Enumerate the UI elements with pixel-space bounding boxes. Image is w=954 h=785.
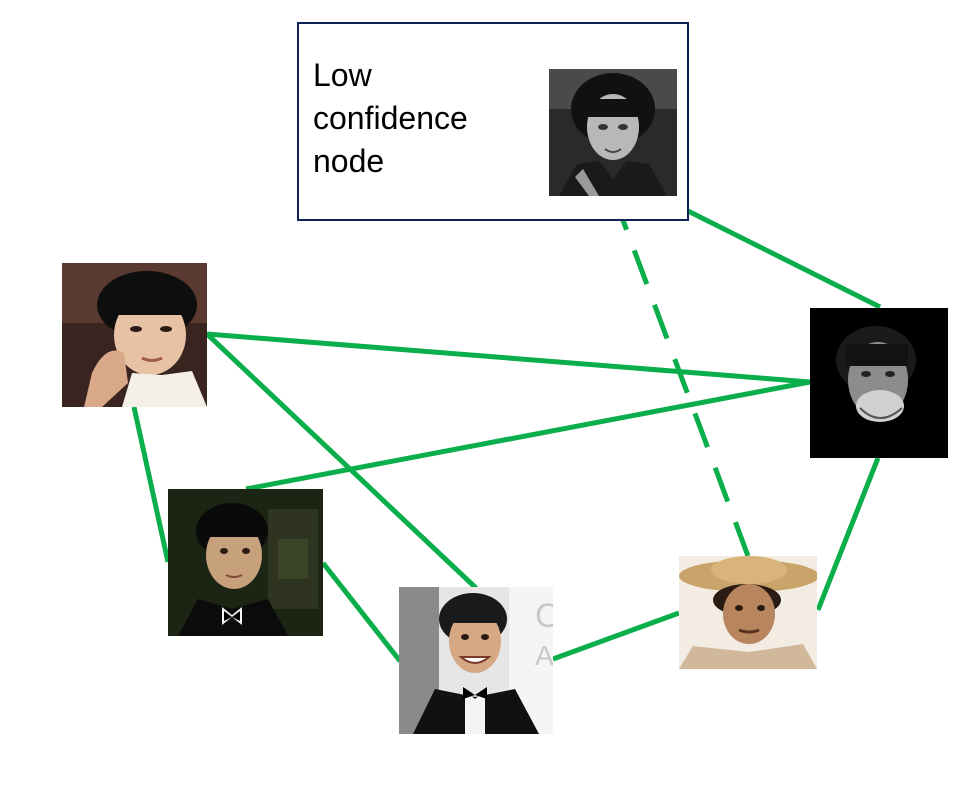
background-letter-decoration: A bbox=[535, 640, 553, 671]
edge-n1-n3 bbox=[131, 406, 171, 563]
edge-n3-n4 bbox=[321, 561, 402, 663]
edge-n1-n2 bbox=[206, 331, 811, 385]
portrait-image: C A bbox=[399, 587, 553, 734]
portrait-image bbox=[62, 263, 207, 407]
edge-legend-n5-dashed bbox=[611, 195, 751, 557]
portrait-image bbox=[549, 69, 677, 196]
edge-n4-n5 bbox=[552, 610, 680, 662]
legend-label: Low confidence node bbox=[313, 57, 468, 179]
edge-legend-n2 bbox=[678, 204, 882, 310]
node-portrait-1 bbox=[62, 263, 207, 407]
edge-n1-n4 bbox=[205, 332, 478, 590]
node-portrait-3 bbox=[168, 489, 323, 636]
node-portrait-4: C A bbox=[399, 587, 553, 734]
node-low-confidence-portrait bbox=[549, 69, 677, 196]
background-letter-decoration: C bbox=[535, 597, 553, 635]
node-portrait-5 bbox=[679, 556, 817, 669]
node-portrait-2 bbox=[810, 308, 948, 458]
portrait-image bbox=[679, 556, 817, 669]
portrait-image bbox=[810, 308, 948, 458]
edge-n2-n3 bbox=[245, 379, 811, 492]
portrait-image bbox=[168, 489, 323, 636]
edge-n2-n5 bbox=[815, 457, 881, 611]
